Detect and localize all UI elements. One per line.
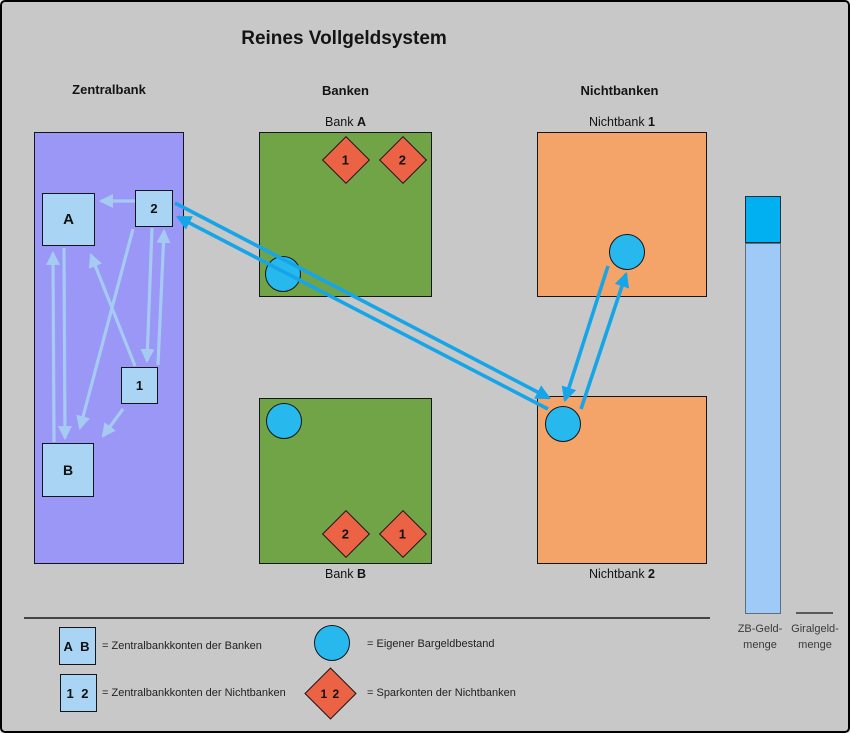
nichtbank-2-cash-circle [545,406,581,442]
legend-text-bargeldbestand: = Eigener Bargeldbestand [367,638,495,650]
column-header-zentralbank: Zentralbank [72,82,146,97]
bank-b-label-suffix: B [356,567,366,581]
nichtbank-2-label-suffix: 2 [648,567,655,581]
legend-text-zentralbankkonten-nichtbanken: = Zentralbankkonten der Nichtbanken [102,687,286,699]
giralgeldmenge-label-line2: menge [798,639,832,651]
nichtbank-1-label-suffix: 1 [648,115,655,129]
bank-a-label-suffix: A [356,115,366,129]
zb-account-a: A [42,193,95,246]
zb-geldmenge-label: ZB-Geld- menge [731,621,789,653]
legend-square-12: 1 2 [60,674,97,712]
bank-a-label: Bank A [259,115,432,129]
bank-b-diamond-1-label: 1 [399,526,407,542]
zb-geldmenge-label-line1: ZB-Geld- [737,623,783,635]
zb-geldmenge-bar-body [745,243,781,614]
legend-diamond-label: 1 2 [320,686,341,701]
legend-separator-line [24,617,710,619]
column-header-banken: Banken [322,83,369,98]
column-header-nichtbanken: Nichtbanken [580,83,659,98]
giralgeldmenge-label-line1: Giralgeld- [791,623,839,635]
zb-account-b: B [42,443,94,497]
bank-a-cash-circle [265,256,301,292]
bank-a-diamond-2-label: 2 [399,152,407,168]
zb-geldmenge-bar-top-segment [745,196,781,243]
legend-square-ab: A B [59,627,96,665]
nichtbank-1-label: Nichtbank 1 [537,115,707,129]
legend-sparkonto-diamond-icon: 1 2 [304,667,357,720]
bank-a-diamond-1-label: 1 [342,152,350,168]
nichtbank-1-box [537,132,707,297]
zb-geldmenge-label-line2: menge [743,639,777,651]
nichtbank-1-label-prefix: Nichtbank [588,115,649,129]
bank-b-cash-circle [266,403,302,439]
zb-account-1: 1 [121,367,158,404]
bank-a-label-prefix: Bank [325,115,357,129]
nichtbank-2-label-prefix: Nichtbank [588,567,649,581]
page-title: Reines Vollgeldsystem [241,28,447,49]
bank-b-label: Bank B [259,567,432,581]
legend-text-zentralbankkonten-banken: = Zentralbankkonten der Banken [102,640,262,652]
giralgeldmenge-label: Giralgeld- menge [786,621,844,653]
nichtbank-2-label: Nichtbank 2 [537,567,707,581]
zb-account-2: 2 [135,190,173,227]
legend-cash-circle-icon [314,625,350,661]
bank-b-label-prefix: Bank [325,567,357,581]
nichtbank-1-cash-circle [609,234,645,270]
giralgeldmenge-zero-baseline [796,612,833,614]
bank-b-diamond-2-label: 2 [342,526,350,542]
legend-text-sparkonten: = Sparkonten der Nichtbanken [367,687,516,699]
